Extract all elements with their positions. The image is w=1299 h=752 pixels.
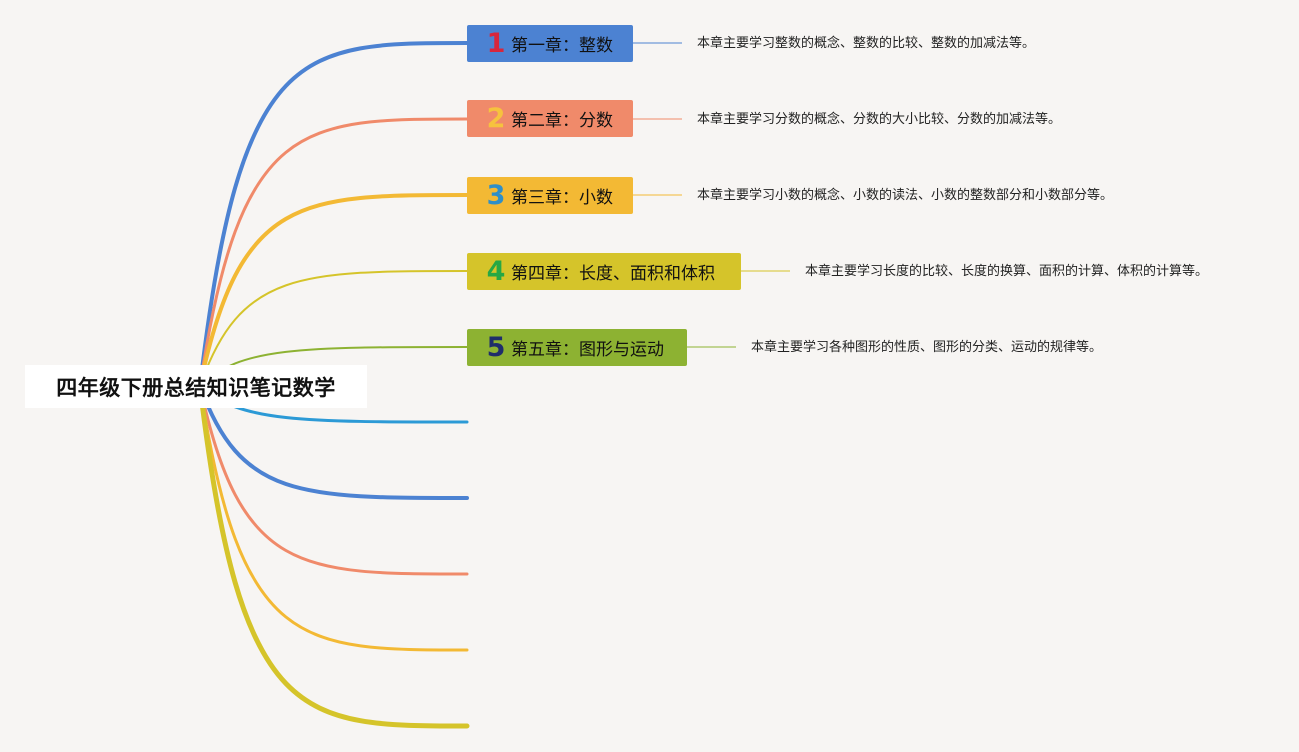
branch-chapter-2[interactable]: 2 第二章：分数 xyxy=(467,100,633,137)
branch-chapter-3[interactable]: 3 第三章：小数 xyxy=(467,177,633,214)
branch-label-1: 第一章：整数 xyxy=(511,36,613,56)
branch-label-2: 第二章：分数 xyxy=(511,111,613,131)
branch-note-4[interactable]: 本章主要学习长度的比较、长度的换算、面积的计算、体积的计算等。 xyxy=(805,264,1209,279)
branch-label-3: 第三章：小数 xyxy=(511,188,613,208)
branch-number-3: 3 xyxy=(486,180,506,211)
empty-branch-2 xyxy=(198,384,469,500)
root-topic-label: 四年级下册总结知识笔记数学 xyxy=(56,375,336,400)
branch-label-4: 第四章：长度、面积和体积 xyxy=(511,264,715,284)
empty-branch-4 xyxy=(198,384,469,652)
branch-number-4: 4 xyxy=(486,256,506,287)
branch-note-5[interactable]: 本章主要学习各种图形的性质、图形的分类、运动的规律等。 xyxy=(751,340,1103,355)
branch-number-5: 5 xyxy=(486,332,506,363)
connector-branch-2 xyxy=(198,117,469,388)
branch-note-3[interactable]: 本章主要学习小数的概念、小数的读法、小数的整数部分和小数部分等。 xyxy=(697,188,1114,203)
connector-branch-4 xyxy=(199,270,468,387)
root-topic[interactable]: 四年级下册总结知识笔记数学 xyxy=(25,365,367,408)
connector-branch-1 xyxy=(198,41,469,388)
branch-note-1[interactable]: 本章主要学习整数的概念、整数的比较、整数的加减法等。 xyxy=(697,36,1036,51)
branch-number-2: 2 xyxy=(486,103,506,134)
branch-chapter-5[interactable]: 5 第五章：图形与运动 xyxy=(467,329,687,366)
empty-branch-3 xyxy=(198,384,469,576)
connector-branch-3 xyxy=(198,193,469,388)
branch-chapter-1[interactable]: 1 第一章：整数 xyxy=(467,25,633,62)
branch-note-2[interactable]: 本章主要学习分数的概念、分数的大小比较、分数的加减法等。 xyxy=(697,112,1062,127)
branch-label-5: 第五章：图形与运动 xyxy=(511,340,664,360)
branch-number-1: 1 xyxy=(486,28,506,59)
empty-branch-5 xyxy=(197,383,470,729)
branch-chapter-4[interactable]: 4 第四章：长度、面积和体积 xyxy=(467,253,741,290)
